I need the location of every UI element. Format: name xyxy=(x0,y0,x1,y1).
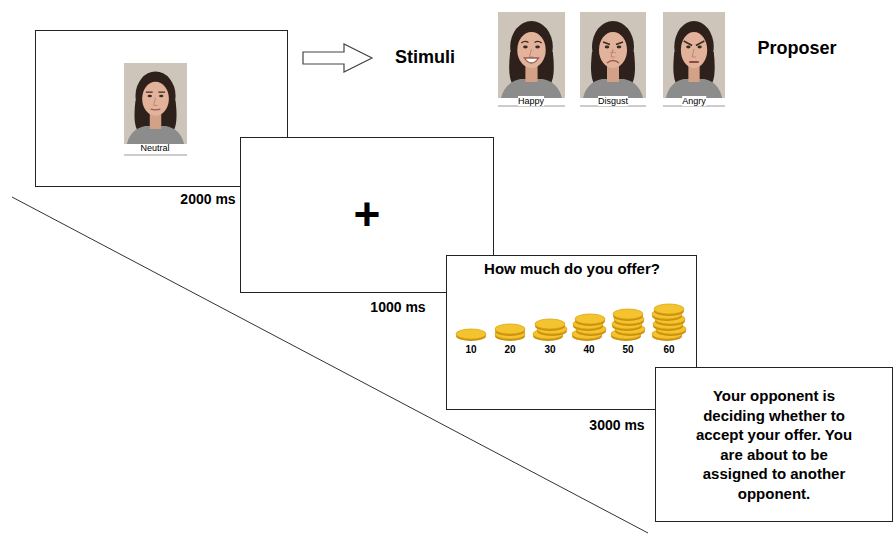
hollow-arrow xyxy=(303,44,372,72)
happy-face-photo xyxy=(498,12,565,98)
fixation-cross: + xyxy=(354,191,381,237)
coin-value: 60 xyxy=(663,343,674,356)
duration-label: 3000 ms xyxy=(589,417,644,433)
coin-value: 20 xyxy=(504,343,515,356)
duration-label: 1000 ms xyxy=(370,299,425,315)
coin-value: 30 xyxy=(544,343,555,356)
feedback-message: Your opponent is deciding whether to acc… xyxy=(693,386,855,503)
feedback-screen: Your opponent is deciding whether to acc… xyxy=(655,367,893,522)
disgust-face-photo xyxy=(580,12,646,98)
offer-question: How much do you offer? xyxy=(484,259,660,279)
photo-caption: Happy xyxy=(518,96,544,106)
photo-caption: Disgust xyxy=(598,96,628,106)
duration-label: 2000 ms xyxy=(180,191,235,207)
coin-value: 40 xyxy=(583,343,594,356)
angry-face-photo xyxy=(663,12,725,98)
coin-value: 50 xyxy=(622,343,633,356)
photo-caption: Neutral xyxy=(140,143,169,155)
stimuli-label: Stimuli xyxy=(395,47,455,68)
photo-caption: Angry xyxy=(682,96,706,106)
coin-value: 10 xyxy=(465,343,476,356)
role-label: Proposer xyxy=(757,38,836,59)
neutral-face-photo xyxy=(124,63,187,157)
